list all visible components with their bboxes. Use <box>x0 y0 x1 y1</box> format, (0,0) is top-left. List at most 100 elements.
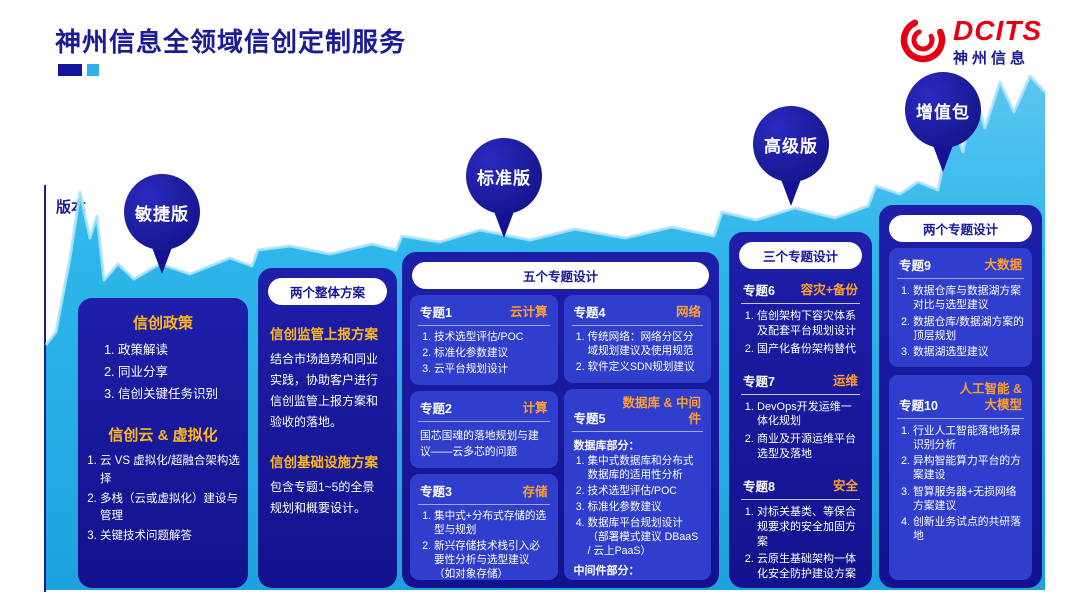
topic-operations: 专题7 运维 DevOps开发运维一体化规划 商业及开源运维平台选型及落地 <box>741 370 860 465</box>
list-item: 数据仓库与数据湖方案对比与选型建议 <box>913 284 1024 313</box>
balloon-standard-label: 标准版 <box>477 168 531 188</box>
topic-name: 安全 <box>832 479 858 494</box>
topic-box-computing: 专题2 计算 国芯国魂的落地规划与建议——云多芯的问题 <box>410 390 558 469</box>
list-item: 对标关基类、等保合规要求的安全加固方案 <box>757 505 860 550</box>
list-item: 软件定义SDN规划建议 <box>588 361 704 375</box>
panel-overall-plans: 两个整体方案 信创监管上报方案 结合市场趋势和同业实践，协助客户进行信创监管上报… <box>258 268 397 588</box>
topic-id: 专题4 <box>573 306 606 320</box>
list-item: 云平台规划设计 <box>434 363 550 377</box>
topic-id: 专题3 <box>420 485 452 500</box>
list-item: 技术选型评估/POC <box>588 485 704 499</box>
dcits-logo: DCITS 神州信息 <box>899 16 1042 68</box>
panel-agile: 信创政策 政策解读 同业分享 信创关键任务识别 信创云 & 虚拟化 云 VS 虚… <box>78 298 248 588</box>
logo-company-name: 神州信息 <box>953 50 1030 68</box>
topic-box-network: 专题4 网络 传统网络：网络分区分域规划建议及使用规范 软件定义SDN规划建议 <box>563 295 711 383</box>
list-item: 政策解读 <box>118 341 248 360</box>
section-body-regulatory: 结合市场趋势和同业实践，协助客户进行信创监管上报方案和验收的落地。 <box>270 352 379 429</box>
topic-box-database-middleware: 专题5 数据库 & 中间件 数据库部分： 集中式数据库和分布式数据库的适用性分析… <box>563 388 711 580</box>
dcits-swoosh-icon <box>900 19 946 63</box>
middleware-part-label: 中间件部分： <box>573 564 640 577</box>
topic-header: 专题2 计算 <box>418 397 550 422</box>
database-part-label: 数据库部分： <box>573 440 640 453</box>
list-item: 集中式数据库和分布式数据库的适用性分析 <box>588 455 704 483</box>
section-title-infrastructure: 信创基础设施方案 <box>270 455 378 470</box>
list-item: 技术选型评估/POC <box>434 331 550 345</box>
standard-left-column: 专题1 云计算 技术选型评估/POC 标准化参数建议 云平台规划设计 专题2 计… <box>410 295 558 580</box>
list-item: 国产化备份架构替代 <box>757 342 860 357</box>
topic-box-storage: 专题3 存储 集中式+分布式存储的选型与规划 新兴存储技术栈引入必要性分析与选型… <box>410 474 558 580</box>
topic-id: 专题7 <box>743 374 775 389</box>
cloud-virtualization-list: 云 VS 虚拟化/超融合架构选择 多栈（云或虚拟化）建设与管理 关键技术问题解答 <box>100 453 240 548</box>
list-item: 标准化参数建议 <box>434 347 550 361</box>
topic-box-ai-large-model: 专题10 人工智能 & 大模型 行业人工智能落地场景识别分析 异构智能算力平台的… <box>889 375 1032 580</box>
topic-box-big-data: 专题9 大数据 数据仓库与数据湖方案对比与选型建议 数据仓库/数据湖方案的顶层规… <box>889 248 1032 368</box>
topic-id: 专题8 <box>743 479 775 494</box>
list-item: 异构智能算力平台的方案建设 <box>913 454 1024 483</box>
topic-list: 数据仓库与数据湖方案对比与选型建议 数据仓库/数据湖方案的顶层规划 数据湖选型建… <box>913 284 1024 359</box>
list-item: 集中式+分布式存储的选型与规划 <box>434 510 550 538</box>
pill-three-topics: 三个专题设计 <box>739 242 862 269</box>
policy-list: 政策解读 同业分享 信创关键任务识别 <box>118 341 248 406</box>
list-item: 云 VS 虚拟化/超融合架构选择 <box>100 453 240 488</box>
topic-id: 专题2 <box>420 401 452 416</box>
list-item: 行业人工智能落地场景识别分析 <box>913 424 1024 453</box>
topic-disaster-recovery: 专题6 容灾+备份 信创架构下容灾体系及配套平台规划设计 国产化备份架构替代 <box>741 279 860 360</box>
topic-list: 对标关基类、等保合规要求的安全加固方案 云原生基础架构一体化安全防护建设方案 <box>757 505 860 582</box>
database-list: 集中式数据库和分布式数据库的适用性分析 技术选型评估/POC 标准化参数建议 数… <box>588 455 704 559</box>
list-item: 创新业务试点的共研落地 <box>913 515 1024 544</box>
balloon-value-pack-label: 增值包 <box>916 102 970 122</box>
logo-wordmark: DCITS <box>953 15 1042 46</box>
topic-name: 网络 <box>675 305 701 320</box>
balloon-standard: 标准版 <box>466 138 542 238</box>
topic-list: 传统网络：网络分区分域规划建议及使用规范 软件定义SDN规划建议 <box>588 331 704 375</box>
standard-right-column: 专题4 网络 传统网络：网络分区分域规划建议及使用规范 软件定义SDN规划建议 … <box>563 295 711 580</box>
balloon-advanced-label: 高级版 <box>764 136 818 156</box>
panel-standard: 五个专题设计 专题1 云计算 技术选型评估/POC 标准化参数建议 云平台规划设… <box>402 252 719 588</box>
topic-header: 专题9 大数据 <box>897 254 1024 279</box>
accent-square-cyan <box>87 64 99 76</box>
topic-list: 行业人工智能落地场景识别分析 异构智能算力平台的方案建设 智算服务器+无损网络方… <box>913 424 1024 544</box>
balloon-agile: 敏捷版 <box>124 174 200 274</box>
topic-header: 专题6 容灾+备份 <box>741 279 860 304</box>
topic-header: 专题4 网络 <box>571 301 703 326</box>
pill-two-topics: 两个专题设计 <box>889 215 1032 242</box>
topic-list: 技术选型评估/POC 标准化参数建议 云平台规划设计 <box>434 331 550 377</box>
list-item: 同业分享 <box>118 363 248 382</box>
topic-box-cloud-computing: 专题1 云计算 技术选型评估/POC 标准化参数建议 云平台规划设计 <box>410 295 558 385</box>
list-item: 新兴存储技术栈引入必要性分析与选型建议（如对象存储） <box>434 540 550 580</box>
topic-name: 大数据 <box>984 258 1022 273</box>
topic-id: 专题6 <box>743 284 775 298</box>
list-item: 传统网络：网络分区分域规划建议及使用规范 <box>588 331 704 359</box>
topic-list: DevOps开发运维一体化规划 商业及开源运维平台选型及落地 <box>757 400 860 462</box>
logo-text-block: DCITS 神州信息 <box>953 16 1042 68</box>
topic-name: 运维 <box>832 373 858 388</box>
topic-name: 存储 <box>522 484 548 499</box>
topic-name: 云计算 <box>509 305 548 320</box>
list-item: 数据库平台规划设计（部署模式建议 DBaaS / 云上PaaS） <box>588 517 704 559</box>
balloon-advanced: 高级版 <box>753 106 829 206</box>
topic-body: 国芯国魂的落地规划与建议——云多芯的问题 <box>420 429 539 458</box>
section-body-infrastructure: 包含专题1~5的全景规划和概要设计。 <box>270 480 375 515</box>
topic-id: 专题9 <box>899 259 931 273</box>
list-item: 关键技术问题解答 <box>100 528 240 545</box>
section-title-cloud-virtualization: 信创云 & 虚拟化 <box>108 427 218 445</box>
topic-id: 专题5 <box>573 412 606 427</box>
list-item: 标准化参数建议 <box>588 501 704 515</box>
topic-header: 专题5 数据库 & 中间件 <box>571 395 703 433</box>
pill-overall-plans: 两个整体方案 <box>268 278 387 305</box>
topic-list: 集中式+分布式存储的选型与规划 新兴存储技术栈引入必要性分析与选型建议（如对象存… <box>434 510 550 580</box>
topic-id: 专题10 <box>899 398 938 413</box>
topic-id: 专题1 <box>420 306 452 320</box>
list-item: 商业及开源运维平台选型及落地 <box>757 432 860 462</box>
list-item: 信创关键任务识别 <box>118 385 248 404</box>
standard-topic-columns: 专题1 云计算 技术选型评估/POC 标准化参数建议 云平台规划设计 专题2 计… <box>402 295 719 588</box>
panel-advanced: 三个专题设计 专题6 容灾+备份 信创架构下容灾体系及配套平台规划设计 国产化备… <box>729 232 872 588</box>
list-item: 多栈（云或虚拟化）建设与管理 <box>100 491 240 526</box>
section-title-policy: 信创政策 <box>132 315 193 332</box>
list-item: 信创架构下容灾体系及配套平台规划设计 <box>757 309 860 339</box>
list-item: 数据仓库/数据湖方案的顶层规划 <box>913 315 1024 344</box>
version-axis-line <box>44 185 46 592</box>
topic-name: 数据库 & 中间件 <box>622 395 701 426</box>
balloon-value-pack: 增值包 <box>905 72 981 172</box>
